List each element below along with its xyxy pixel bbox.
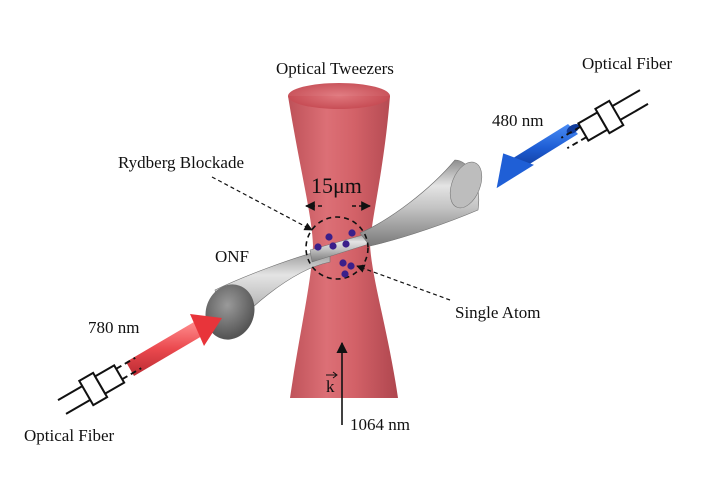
optical-nanofiber <box>205 159 483 340</box>
atom <box>342 240 350 248</box>
k-vector-bar-tip <box>332 371 338 379</box>
atom <box>347 262 355 270</box>
wavelength-480-label: 480 nm <box>492 111 543 130</box>
size-15um-label: 15μm <box>311 173 362 198</box>
atom <box>329 242 337 250</box>
fiber-connector-icon <box>57 356 142 415</box>
wavelength-780-label: 780 nm <box>88 318 139 337</box>
optical-tweezers-label: Optical Tweezers <box>276 59 394 78</box>
single-atom-pointer <box>356 264 451 301</box>
atom <box>314 243 322 251</box>
atom-cloud <box>314 229 356 278</box>
atom <box>339 259 347 267</box>
k-vector-label: k <box>326 377 335 396</box>
beam-480nm-arrow <box>496 123 580 189</box>
single-atom-label: Single Atom <box>455 303 540 322</box>
atom <box>325 233 333 241</box>
wavelength-1064-label: 1064 nm <box>350 415 410 434</box>
beam-780nm-arrow <box>126 314 222 376</box>
atom <box>341 270 349 278</box>
rydberg-blockade-label: Rydberg Blockade <box>118 153 244 172</box>
fiber-connector-icon <box>560 89 649 150</box>
rydberg-blockade-pointer <box>211 176 313 231</box>
atom <box>348 229 356 237</box>
optical-fiber-label-bottom: Optical Fiber <box>24 426 115 445</box>
optical-fiber-label-top: Optical Fiber <box>582 54 673 73</box>
onf-label: ONF <box>215 247 249 266</box>
rydberg-blockade-circle <box>305 216 369 280</box>
